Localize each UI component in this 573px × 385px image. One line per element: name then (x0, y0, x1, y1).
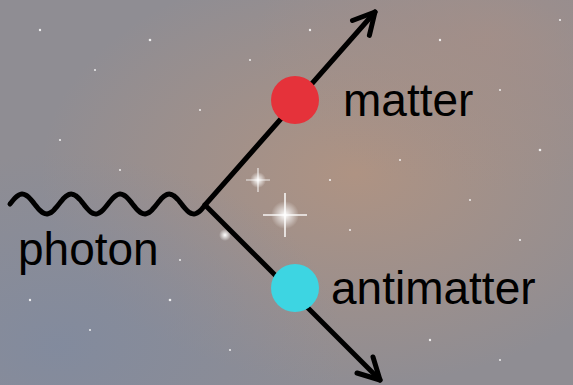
particle-label: matter (343, 77, 473, 123)
antimatter-dot (271, 264, 319, 312)
arrowhead (353, 12, 376, 35)
photon-label: photon (18, 226, 159, 272)
particle-dot (271, 264, 319, 312)
arrowhead (357, 357, 380, 380)
particle-node: matter (271, 76, 473, 124)
photon-wave (10, 194, 204, 214)
particle-dot (271, 76, 319, 124)
matter-dot (271, 76, 319, 124)
particle-node: antimatter (271, 264, 536, 312)
particle-label: antimatter (331, 265, 536, 311)
